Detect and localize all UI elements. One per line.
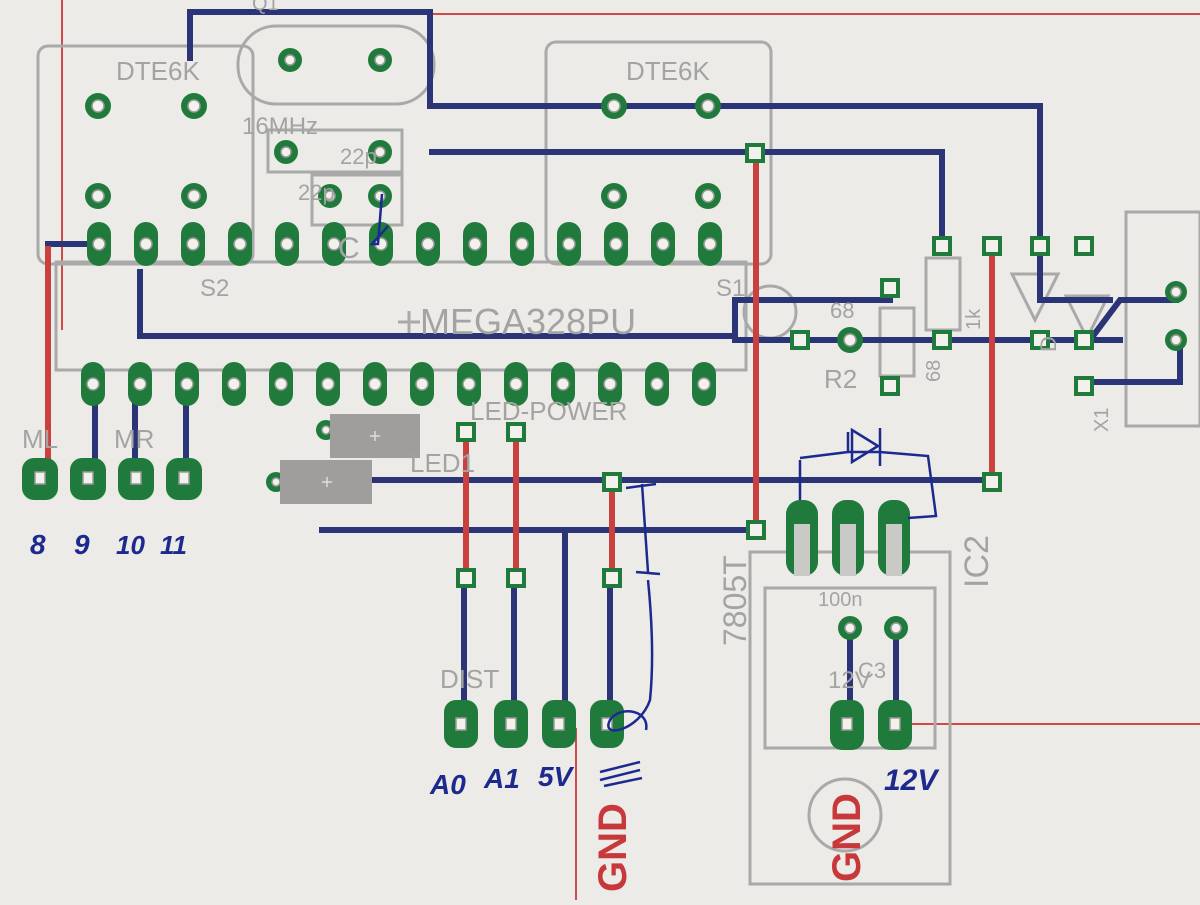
pen-annotations (369, 193, 938, 788)
label-s2-switch: DTE6K (116, 56, 200, 86)
label-q1: Q1 (252, 0, 279, 15)
hand-a0: A0 (429, 769, 466, 800)
label-cap-a: 22p (340, 144, 377, 169)
left-header-pads (22, 458, 202, 500)
label-cap-c: C (338, 232, 360, 265)
pads (22, 48, 1187, 750)
connector-labels: ML MR DIST 12V (22, 424, 871, 694)
label-ml: ML (22, 424, 58, 454)
label-r-1k: 1k (963, 308, 985, 330)
label-q1-freq: 16MHz (242, 113, 318, 140)
crystal-cap-pads (274, 48, 392, 208)
label-d: D (1036, 336, 1061, 352)
gnd-power: GND (825, 793, 869, 882)
hand-pin-8: 8 (30, 529, 46, 560)
gnd-dist: GND (591, 803, 635, 892)
label-cap-100n: 100n (818, 589, 863, 611)
dist-header-pads (444, 700, 624, 748)
power-pads (830, 700, 912, 750)
label-s2: S2 (200, 275, 229, 302)
label-mr: MR (114, 424, 154, 454)
hand-12v: 12V (884, 764, 940, 797)
hand-a1: A1 (483, 763, 520, 794)
label-mcu: MEGA328PU (420, 301, 636, 342)
smd-led-blocks (280, 414, 420, 504)
label-led1: LED1 (410, 448, 475, 478)
hand-pin-9: 9 (74, 529, 90, 560)
hand-pin-11: 11 (160, 530, 187, 560)
label-ic2: IC2 (958, 535, 996, 588)
switch-pads (85, 93, 721, 209)
via-pads (266, 143, 1187, 640)
label-r3-value: 68 (923, 360, 945, 382)
label-s1: S1 (716, 275, 745, 302)
hand-pin-10: 10 (116, 530, 145, 560)
handwritten-labels: 8 9 10 11 A0 A1 5V 12V (30, 529, 940, 800)
hand-5v: 5V (538, 761, 575, 792)
label-7805t: 7805T (717, 555, 753, 646)
label-led-power: LED-POWER (470, 396, 627, 426)
component-labels: Q1 16MHz DTE6K S2 DTE6K S1 MEGA328PU 22p… (116, 0, 1113, 683)
label-cap-b: 22p (298, 180, 335, 205)
label-c3: C3 (858, 658, 886, 683)
mcu-bottom-row (81, 362, 716, 406)
mcu-top-row (87, 222, 722, 266)
label-dist: DIST (440, 664, 499, 694)
label-x1: X1 (1091, 408, 1113, 432)
regulator-pads (786, 500, 910, 576)
label-r2: R2 (824, 364, 857, 394)
label-12v-connector: 12V (828, 667, 871, 694)
label-s1-switch: DTE6K (626, 56, 710, 86)
gnd-labels: GND GND (591, 793, 869, 892)
bottom-traces (45, 152, 995, 578)
label-r2-value: 68 (830, 298, 854, 323)
